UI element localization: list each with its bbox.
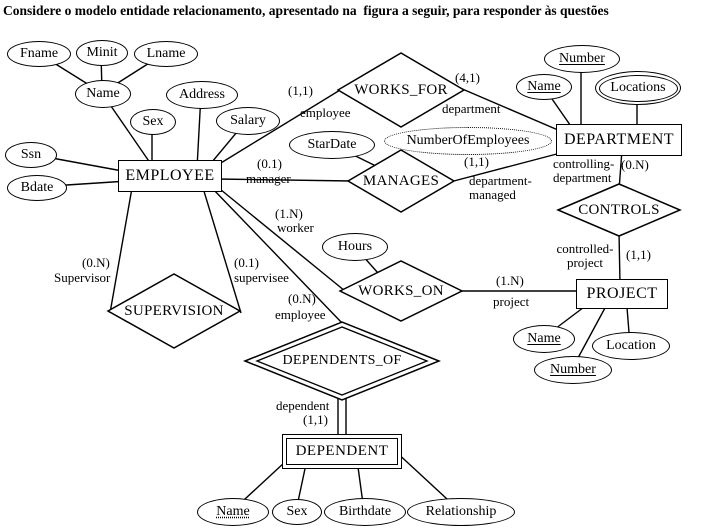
cardinality-dependents-of-employee: (0.N) [288,291,316,306]
attribute-stardate-label: StarDate [307,137,357,152]
attribute-number-of-employees: NumberOfEmployees [384,127,552,155]
relationship-supervision-label: SUPERVISION [124,302,224,319]
role-works-on-project: project [493,294,530,309]
entity-department: DEPARTMENT [556,124,682,156]
attribute-ssn-label: Ssn [20,147,42,162]
works-on-diamond [338,260,464,322]
attribute-address: Address [166,81,238,109]
page-title: Considere o modelo entidade relacionamen… [3,3,609,18]
attribute-project-location: Location [592,332,670,360]
role-controls-controlled-project: controlled- project [556,241,614,271]
attribute-employee-sex: Sex [130,109,176,135]
controls-diamond [556,183,682,237]
cardinality-manages-employee: (0.1) [257,156,282,171]
entity-dependent: DEPENDENT [282,434,402,469]
role-dependents-of-dependent: dependent [276,398,330,413]
attribute-employee-sex-label: Sex [142,114,164,129]
attribute-dependent-name-label: Name [216,504,250,519]
cardinality-dependents-of-dependent: (1,1) [303,412,328,427]
attribute-locations-label: Locations [610,80,666,95]
attribute-birthdate-label: Birthdate [338,504,392,519]
role-manages-manager: manager [246,171,291,186]
attribute-department-number-label: Number [559,51,605,66]
role-dependents-of-employee: employee [275,307,326,322]
attribute-lname: Lname [134,41,198,67]
cardinality-works-on-employee: (1.N) [275,206,303,221]
attribute-employee-name-label: Name [86,86,120,101]
attribute-bdate: Bdate [7,175,67,201]
attribute-dependent-name: Name [197,498,269,526]
role-controls-controlling-department: controlling- department [553,156,615,186]
role-supervision-supervisee: supervisee [234,270,289,285]
attribute-project-location-label: Location [606,338,656,353]
cardinality-supervision-supervisee: (0.1) [234,255,259,270]
supervision-diamond [106,273,242,349]
attribute-address-label: Address [179,87,225,102]
entity-project-label: PROJECT [586,285,658,302]
attribute-hours: Hours [322,233,388,261]
entity-employee: EMPLOYEE [118,160,222,192]
role-works-for-employee: employee [300,105,351,120]
entity-dependent-inner-border: DEPENDENT [286,438,398,465]
attribute-locations-inner-border [598,74,678,102]
attribute-project-number: Number [534,356,612,384]
attribute-minit: Minit [76,40,128,66]
relationship-manages-label: MANAGES [362,172,440,189]
attribute-department-name: Name [516,74,572,100]
attribute-employee-name: Name [75,80,131,108]
cardinality-controls-department: (0.N) [621,157,649,172]
attribute-minit-label: Minit [86,45,118,60]
attribute-project-number-label: Number [550,362,596,377]
attribute-fname-label: Fname [19,46,59,61]
attribute-department-name-label: Name [527,79,561,94]
attribute-relationship: Relationship [407,498,515,526]
attribute-dependent-sex: Sex [272,499,322,525]
attribute-stardate: StarDate [289,131,375,159]
relationship-works-for-label: WORKS_FOR [354,81,448,98]
attribute-salary-label: Salary [230,113,266,128]
attribute-dependent-sex-label: Sex [286,504,308,519]
attribute-ssn: Ssn [5,142,57,168]
cardinality-supervision-supervisor: (0.N) [82,255,110,270]
relationship-controls-label: CONTROLS [578,201,660,218]
cardinality-controls-project: (1,1) [626,247,651,262]
attribute-project-name: Name [513,325,575,353]
works-for-diamond [336,52,466,128]
attribute-number-of-employees-label: NumberOfEmployees [406,133,530,148]
attribute-lname-label: Lname [146,46,186,61]
entity-project: PROJECT [576,279,668,309]
relationship-dependents-of-label: DEPENDENTS_OF [282,353,402,368]
cardinality-works-for-employee: (1,1) [288,83,313,98]
attribute-salary: Salary [216,107,280,135]
attribute-birthdate: Birthdate [324,498,406,526]
entity-dependent-label: DEPENDENT [295,443,389,459]
cardinality-manages-department: (1,1) [464,154,489,169]
attribute-project-name-label: Name [527,331,561,346]
dependents-of-diamond-inner [255,326,429,396]
attribute-fname: Fname [7,41,71,67]
role-works-on-worker: worker [277,220,314,235]
attribute-bdate-label: Bdate [20,180,54,195]
cardinality-works-for-department: (4,1) [455,70,480,85]
cardinality-works-on-project: (1.N) [496,273,524,288]
attribute-hours-label: Hours [337,239,373,254]
role-supervision-supervisor: Supervisor [54,270,111,285]
entity-department-label: DEPARTMENT [563,131,675,148]
role-works-for-department: department [442,101,501,116]
attribute-relationship-label: Relationship [425,504,497,519]
relationship-works-on-label: WORKS_ON [358,282,444,299]
entity-employee-label: EMPLOYEE [125,167,215,184]
role-manages-department-managed: department- managed [469,173,532,203]
attribute-department-number: Number [544,45,620,73]
attribute-locations: Locations [595,71,681,105]
manages-diamond [346,149,456,213]
